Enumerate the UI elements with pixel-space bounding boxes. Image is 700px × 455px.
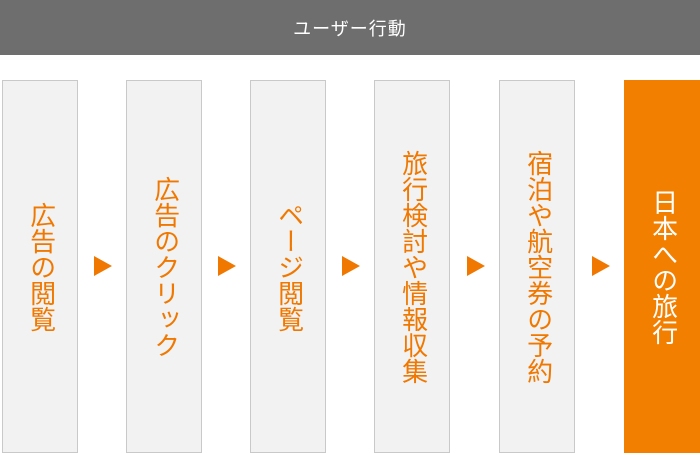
triangle-right-icon — [342, 256, 360, 276]
step-travel-to-japan: 日本への旅行 — [624, 80, 700, 453]
step-label: ページ閲覧 — [273, 201, 304, 332]
step-label: 旅行検討や情報収集 — [397, 149, 428, 384]
step-travel-research: 旅行検討や情報収集 — [374, 80, 450, 453]
step-label: 広告のクリック — [149, 175, 180, 358]
step-label: 宿泊や航空券の予約 — [522, 149, 553, 384]
step-ad-click: 広告のクリック — [126, 80, 202, 453]
triangle-right-icon — [218, 256, 236, 276]
step-ad-view: 広告の閲覧 — [2, 80, 78, 453]
step-label: 広告の閲覧 — [25, 201, 56, 332]
header-title: ユーザー行動 — [293, 18, 407, 40]
triangle-right-icon — [467, 256, 485, 276]
step-label: 日本への旅行 — [647, 188, 678, 345]
triangle-right-icon — [592, 256, 610, 276]
user-behavior-header: ユーザー行動 — [0, 0, 700, 55]
step-booking: 宿泊や航空券の予約 — [499, 80, 575, 453]
triangle-right-icon — [94, 256, 112, 276]
step-page-view: ページ閲覧 — [250, 80, 326, 453]
